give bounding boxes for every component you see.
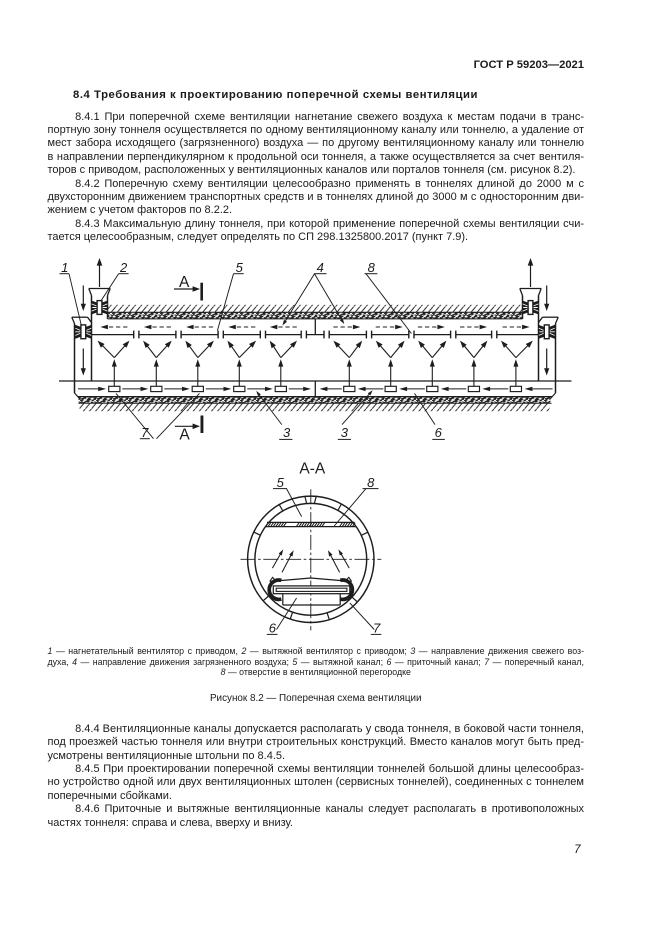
svg-text:7: 7 — [141, 425, 149, 440]
svg-text:6: 6 — [269, 621, 277, 636]
svg-text:2: 2 — [119, 260, 128, 275]
svg-text:7: 7 — [373, 621, 381, 636]
svg-text:6: 6 — [435, 425, 443, 440]
svg-text:5: 5 — [277, 475, 285, 490]
svg-text:4: 4 — [317, 260, 324, 275]
svg-text:3: 3 — [283, 425, 291, 440]
svg-text:А-А: А-А — [299, 460, 326, 477]
svg-text:5: 5 — [236, 260, 244, 275]
svg-text:8: 8 — [367, 475, 375, 490]
svg-text:А: А — [179, 274, 190, 291]
svg-text:А: А — [179, 427, 190, 444]
svg-text:8: 8 — [368, 260, 376, 275]
svg-text:3: 3 — [341, 425, 349, 440]
svg-text:1: 1 — [61, 260, 68, 275]
